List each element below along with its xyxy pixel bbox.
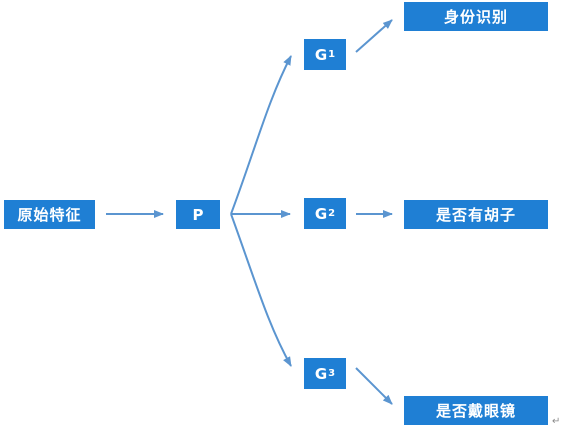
node-g1-subscript: 1: [328, 49, 336, 60]
node-out-beard: 是否有胡子: [404, 200, 548, 229]
node-out-glasses: 是否戴眼镜: [404, 396, 548, 425]
node-p: P: [176, 200, 220, 229]
node-out-glasses-label: 是否戴眼镜: [435, 402, 516, 420]
node-g2-subscript: 2: [328, 208, 336, 219]
node-g2-letter: G: [314, 204, 328, 223]
node-g3-letter: G: [314, 364, 328, 383]
node-input-label: 原始特征: [17, 206, 82, 224]
node-g3-subscript: 3: [328, 368, 336, 379]
edge-g3-to-out3: [355, 367, 393, 405]
node-out-identity-label: 身份识别: [443, 8, 508, 26]
node-input: 原始特征: [4, 200, 95, 229]
edge-p-to-g1: [230, 55, 292, 215]
node-out-beard-label: 是否有胡子: [435, 206, 516, 224]
return-mark: ↵: [552, 416, 561, 427]
edge-p-to-g3: [230, 213, 292, 367]
edge-g1-to-out1: [355, 19, 393, 53]
node-g1-letter: G: [314, 45, 328, 64]
node-out-identity: 身份识别: [404, 2, 548, 31]
node-p-label: P: [192, 205, 204, 224]
